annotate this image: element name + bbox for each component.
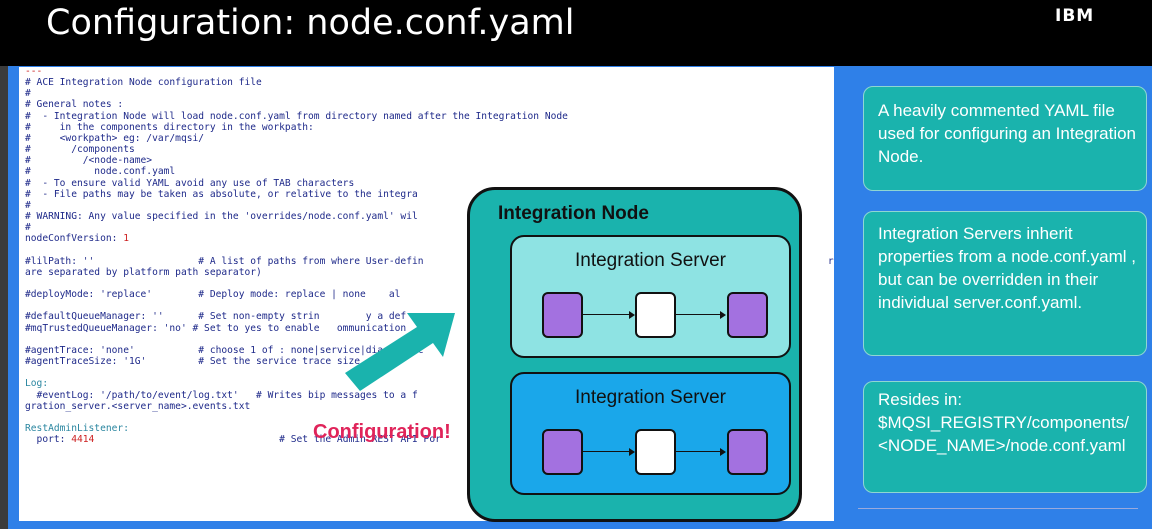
integration-server-box-2: Integration Server bbox=[510, 372, 791, 495]
code-line-text: # - File paths may be taken as absolute,… bbox=[25, 188, 418, 200]
code-line-text: # node.conf.yaml bbox=[25, 166, 176, 178]
code-line-text: # /<node-name> bbox=[25, 155, 153, 167]
code-line-value: 1 bbox=[123, 233, 129, 245]
code-line: --- bbox=[25, 67, 42, 77]
code-line: gration_server.<server_name>.events.txt bbox=[25, 401, 250, 412]
note-location-path: $MQSI_REGISTRY/components/<NODE_NAME>/no… bbox=[878, 413, 1130, 455]
code-line-text: #lilPath: '' # A list of paths from wher… bbox=[25, 255, 834, 267]
note-location: Resides in: $MQSI_REGISTRY/components/<N… bbox=[863, 381, 1147, 493]
code-line: RestAdminListener: bbox=[25, 423, 129, 434]
configuration-label: Configuration! bbox=[313, 421, 451, 443]
code-line-text: #agentTrace: 'none' # choose 1 of : none… bbox=[25, 344, 424, 356]
code-line: nodeConfVersion: 1 bbox=[25, 233, 129, 244]
note-inheritance: Integration Servers inherit properties f… bbox=[863, 211, 1147, 356]
code-line-text: --- bbox=[25, 67, 43, 77]
flow-connector bbox=[583, 451, 633, 452]
code-line-text: nodeConfVersion: bbox=[25, 233, 124, 245]
code-line-text: #mqTrustedQueueManager: 'no' # Set to ye… bbox=[25, 322, 407, 334]
yaml-code-text: --- # ACE Integration Node configuration… bbox=[25, 67, 834, 445]
slide-title: Configuration: node.conf.yaml bbox=[46, 3, 575, 43]
code-line-text: #agentTraceSize: '1G' # Set the service … bbox=[25, 356, 361, 368]
code-line: Log: bbox=[25, 378, 48, 389]
code-line: # bbox=[25, 222, 31, 233]
divider-line bbox=[858, 508, 1138, 509]
flow-node-white bbox=[635, 429, 676, 475]
arrowhead-icon bbox=[629, 448, 635, 456]
code-line-text: # General notes : bbox=[25, 99, 124, 111]
code-line: #deployMode: 'replace' # Deploy mode: re… bbox=[25, 289, 400, 300]
code-line: #agentTraceSize: '1G' # Set the service … bbox=[25, 356, 360, 367]
integration-node-title: Integration Node bbox=[498, 203, 649, 224]
code-line-text: # - To ensure valid YAML avoid any use o… bbox=[25, 177, 355, 189]
code-line-text: # in the components directory in the wor… bbox=[25, 121, 314, 133]
integration-server-title-1: Integration Server bbox=[574, 250, 727, 271]
arrowhead-icon bbox=[629, 311, 635, 319]
code-line: # - Integration Node will load node.conf… bbox=[25, 111, 568, 122]
note-location-heading: Resides in: bbox=[878, 390, 963, 409]
code-line: #lilPath: '' # A list of paths from wher… bbox=[25, 256, 834, 267]
code-line: #mqTrustedQueueManager: 'no' # Set to ye… bbox=[25, 323, 406, 334]
code-line-text: # WARNING: Any value specified in the 'o… bbox=[25, 211, 418, 223]
code-line: # General notes : bbox=[25, 99, 123, 110]
code-line-text: # bbox=[25, 222, 31, 234]
code-line: # - To ensure valid YAML avoid any use o… bbox=[25, 178, 354, 189]
flow-node-purple-left bbox=[542, 292, 583, 338]
left-edge-bar bbox=[0, 66, 8, 529]
code-line: # bbox=[25, 88, 31, 99]
code-line-text: are separated by platform path separator… bbox=[25, 266, 262, 278]
code-line: # bbox=[25, 200, 31, 211]
code-line-text: # - Integration Node will load node.conf… bbox=[25, 110, 568, 122]
code-line-text: port: bbox=[25, 434, 72, 446]
flow-connector bbox=[583, 314, 633, 315]
ibm-logo: IBM bbox=[1055, 6, 1095, 26]
code-line: # ACE Integration Node configuration fil… bbox=[25, 77, 262, 88]
code-line-value: 4414 bbox=[71, 434, 95, 446]
flow-node-purple-right bbox=[727, 292, 768, 338]
code-line-text: # <workpath> eg: /var/mqsi/ bbox=[25, 132, 205, 144]
code-line: # - File paths may be taken as absolute,… bbox=[25, 189, 418, 200]
code-line: # /<node-name> bbox=[25, 155, 152, 166]
slide-header: Configuration: node.conf.yaml IBM bbox=[0, 0, 1152, 66]
integration-node-diagram: Integration Node Integration Server Inte… bbox=[467, 187, 802, 522]
flow-node-purple-right bbox=[727, 429, 768, 475]
code-line-text: Log: bbox=[25, 378, 49, 390]
code-line: # WARNING: Any value specified in the 'o… bbox=[25, 211, 418, 222]
flow-node-white bbox=[635, 292, 676, 338]
code-line-text: # bbox=[25, 88, 31, 100]
configuration-arrow-icon bbox=[345, 313, 455, 391]
flow-connector bbox=[676, 451, 724, 452]
code-line-text: RestAdminListener: bbox=[25, 423, 129, 434]
code-line-text: # /components bbox=[25, 144, 135, 156]
code-line-text: #deployMode: 'replace' # Deploy mode: re… bbox=[25, 289, 401, 301]
arrowhead-icon bbox=[720, 448, 726, 456]
code-line: # in the components directory in the wor… bbox=[25, 122, 314, 133]
note-yaml-description: A heavily commented YAML file used for c… bbox=[863, 86, 1147, 191]
arrowhead-icon bbox=[720, 311, 726, 319]
flow-connector bbox=[676, 314, 724, 315]
integration-server-box-1: Integration Server bbox=[510, 235, 791, 358]
code-line-text: # bbox=[25, 199, 31, 211]
code-line: # <workpath> eg: /var/mqsi/ bbox=[25, 133, 204, 144]
code-line-text: # ACE Integration Node configuration fil… bbox=[25, 77, 262, 89]
code-line: #agentTrace: 'none' # choose 1 of : none… bbox=[25, 345, 424, 356]
flow-node-purple-left bbox=[542, 429, 583, 475]
code-line-text: gration_server.<server_name>.events.txt bbox=[25, 400, 251, 412]
code-line-text: #defaultQueueManager: '' # Set non-empty… bbox=[25, 311, 407, 323]
code-line: are separated by platform path separator… bbox=[25, 267, 262, 278]
code-line: #defaultQueueManager: '' # Set non-empty… bbox=[25, 311, 406, 322]
code-line: # /components bbox=[25, 144, 135, 155]
code-line: # node.conf.yaml bbox=[25, 166, 175, 177]
integration-server-title-2: Integration Server bbox=[574, 387, 727, 408]
